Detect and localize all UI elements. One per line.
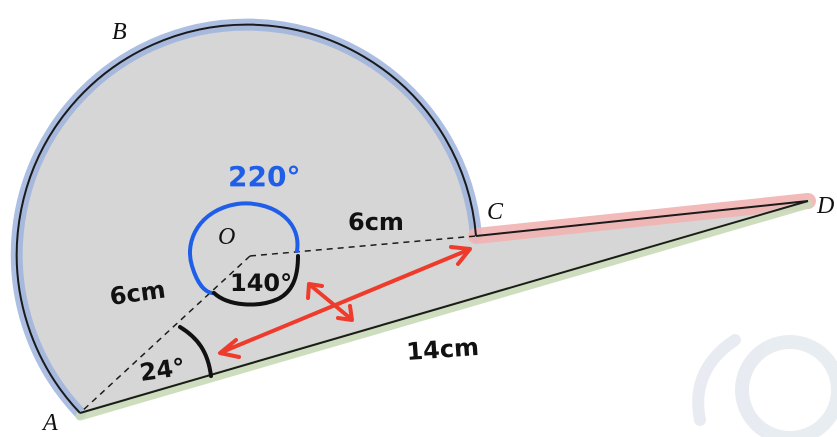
point-label-a: A	[41, 410, 58, 436]
arc-abc	[15, 23, 477, 414]
angle-24-marker	[178, 325, 213, 378]
angle-aoc-label: 140°	[230, 269, 292, 297]
double-headed-arrow-icon	[218, 245, 472, 359]
radius-oc	[249, 235, 477, 257]
point-label-o: O	[218, 224, 235, 250]
perpendicular-arrow-icon	[306, 282, 354, 322]
angle-140-marker	[212, 254, 300, 307]
radius-oa	[79, 255, 251, 414]
segment-ad	[79, 200, 809, 414]
segment-cd	[475, 200, 809, 237]
point-label-c: C	[487, 199, 504, 225]
ad-highlight	[75, 199, 813, 421]
length-ad-label: 14cm	[405, 333, 479, 366]
reflex-angle-label: 220°	[228, 160, 300, 193]
point-label-b: B	[112, 19, 127, 45]
shaded-region	[16, 24, 809, 414]
angle-oad-label: 24°	[138, 353, 187, 387]
point-label-d: D	[816, 193, 834, 219]
watermark-glyph	[692, 334, 837, 437]
reflex-angle-marker	[188, 201, 300, 295]
radius-oc-label: 6cm	[348, 208, 404, 236]
